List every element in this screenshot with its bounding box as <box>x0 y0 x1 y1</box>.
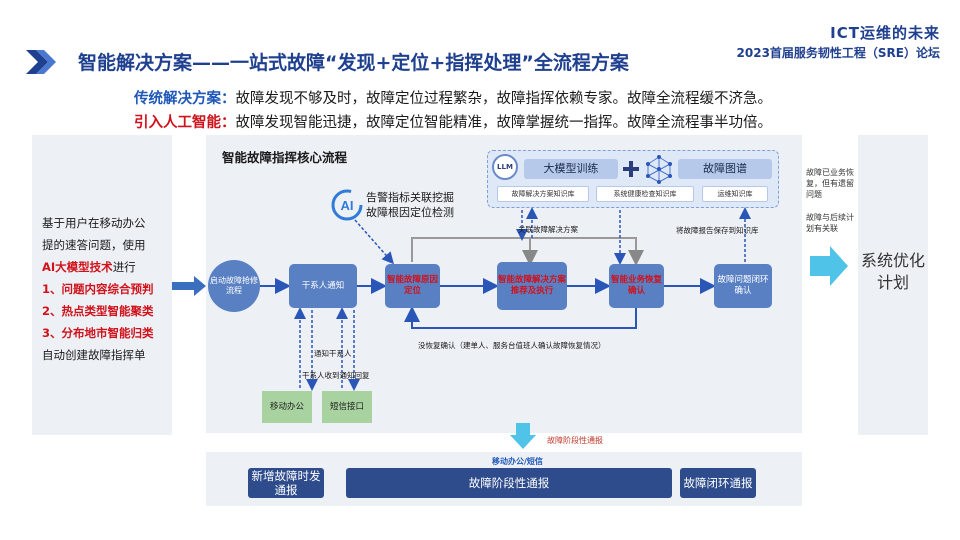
right-note-2: 故障与后续计划有关联 <box>806 213 854 233</box>
left-panel <box>32 135 172 435</box>
brand-subtitle: 2023首届服务韧性工程（SRE）论坛 <box>736 46 940 60</box>
left-flow-arrow-icon <box>172 276 206 296</box>
ai-badge-icon: AI <box>331 189 363 221</box>
ai-line-1: 告警指标关联挖掘 <box>366 191 454 204</box>
node-recommend: 智能故障解决方案推荐及执行 <box>497 262 567 310</box>
left-panel-text: 基于用户在移动办公 提的速答问题，使用 AI大模型技术进行 1、问题内容综合预判… <box>42 212 172 366</box>
ai-label: 引入人工智能： <box>134 115 236 131</box>
mobile-office-box: 移动办公 <box>262 391 312 423</box>
llm-icon: LLM <box>492 154 518 180</box>
node-notify: 干系人通知 <box>289 264 357 308</box>
traditional-solution-line: 传统解决方案：故障发现不够及时，故障定位过程繁杂，故障指挥依赖专家。故障全流程缓… <box>134 87 772 108</box>
left-item-1: 1、问题内容综合预判 <box>42 282 154 296</box>
node-close-loop: 故障问题闭环确认 <box>714 264 772 308</box>
left-item-3: 3、分布地市智能归类 <box>42 326 154 340</box>
node-start-repair: 启动故障抢修流程 <box>208 260 260 312</box>
left-line-2: 提的速答问题，使用 <box>42 238 146 252</box>
store-kb-label: 将故障报告保存到知识库 <box>676 226 759 235</box>
kb-solutions: 故障解决方案知识库 <box>497 186 589 202</box>
node-locate: 智能故障原因定位 <box>385 264 440 308</box>
right-flow-arrow-icon <box>810 246 848 286</box>
link-solution-label: 关联故障解决方案 <box>518 225 578 234</box>
kb-health-check: 系统健康检查知识库 <box>596 186 694 202</box>
kb-ops: 运维知识库 <box>702 186 768 202</box>
no-recover-label: 没恢复确认（建单人、服务台值班人确认故障恢复情况） <box>418 341 606 350</box>
ai-text: 故障发现智能迅捷，故障定位智能精准，故障掌握统一指挥。故障全流程事半功倍。 <box>235 115 773 131</box>
graph-network-icon <box>646 155 672 184</box>
traditional-label: 传统解决方案： <box>134 91 236 107</box>
node-confirm: 智能业务恢复确认 <box>609 264 664 308</box>
core-flow-title: 智能故障指挥核心流程 <box>222 150 348 165</box>
plus-icon <box>623 161 639 177</box>
new-fault-report: 新增故障时发通报 <box>248 468 324 498</box>
people-ack-label: 干系人收到通知回复 <box>302 371 370 380</box>
right-panel <box>858 135 928 435</box>
left-item-2: 2、热点类型智能聚类 <box>42 304 154 318</box>
left-line-3-rest: 进行 <box>112 260 136 274</box>
page-title: 智能解决方案——一站式故障“发现+定位+指挥处理”全流程方案 <box>78 52 629 74</box>
svg-text:AI: AI <box>341 198 354 213</box>
chevron-logo-icon <box>26 50 56 74</box>
right-note-1: 故障已业务恢复，但有遗留问题 <box>806 168 854 199</box>
ai-analysis-text: 告警指标关联挖掘 故障根因定位检测 <box>366 190 454 220</box>
brand-title: ICT运维的未来 <box>830 24 940 42</box>
notify-people-label: 通知干系人 <box>314 349 352 358</box>
ai-model-highlight: AI大模型技术 <box>42 260 113 274</box>
system-optimization-label: 系统优化计划 <box>860 251 925 292</box>
stage-report: 故障阶段性通报 <box>346 468 672 498</box>
ai-line-2: 故障根因定位检测 <box>366 206 454 219</box>
model-training-pill: 大模型训练 <box>524 159 618 179</box>
traditional-text: 故障发现不够及时，故障定位过程繁杂，故障指挥依赖专家。故障全流程缓不济急。 <box>235 91 773 107</box>
down-arrow-icon <box>510 423 536 449</box>
ai-solution-line: 引入人工智能：故障发现智能迅捷，故障定位智能精准，故障掌握统一指挥。故障全流程事… <box>134 111 772 132</box>
left-line-end: 自动创建故障指挥单 <box>42 348 146 362</box>
stage-notice-note: 故障阶段性通报 <box>547 436 603 445</box>
left-line-3: AI大模型技术进行 <box>42 256 172 278</box>
channel-note: 移动办公/短信 <box>492 457 543 466</box>
left-line-1: 基于用户在移动办公 <box>42 216 146 230</box>
fault-graph-pill: 故障图谱 <box>678 159 772 179</box>
close-report: 故障闭环通报 <box>680 468 756 498</box>
sms-interface-box: 短信接口 <box>322 391 372 423</box>
